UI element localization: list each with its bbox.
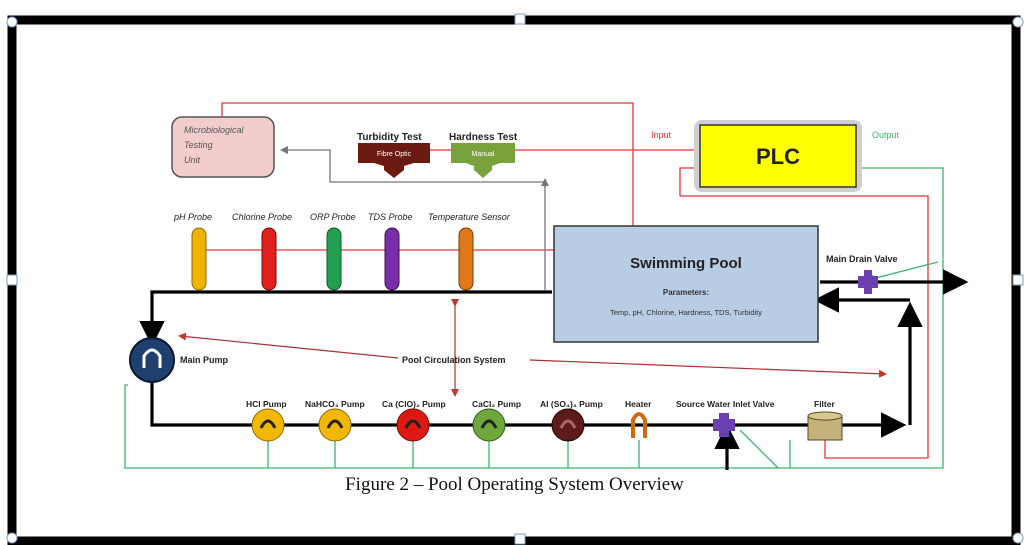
source-water-inlet-valve-label: Source Water Inlet Valve: [676, 399, 775, 409]
resize-handle[interactable]: [1012, 532, 1024, 544]
hcl-pump: [251, 408, 285, 442]
main-pump: Main Pump: [129, 337, 229, 383]
main-pipes: [139, 269, 969, 470]
resize-handle[interactable]: [1012, 16, 1024, 28]
aluminium-sulfate-pump: [551, 408, 585, 442]
plc-label: PLC: [756, 144, 800, 169]
heater: Heater: [625, 399, 652, 438]
pump-label: HCl Pump: [246, 399, 287, 409]
micro-line1: Microbiological: [184, 125, 245, 135]
filter: Filter: [807, 399, 843, 441]
turbidity-box-label: Fibre Optic: [377, 151, 412, 158]
pump-icon: [480, 419, 498, 429]
plc-output-label: Output: [872, 130, 900, 140]
source-water-inlet-valve: Source Water Inlet Valve: [676, 399, 775, 437]
tds-probe: [384, 227, 400, 291]
output-signal-lines: [124, 167, 944, 469]
calcium-hypochlorite-pump: [396, 408, 430, 442]
main-drain-valve-label: Main Drain Valve: [826, 254, 898, 264]
temperature-sensor: [458, 227, 474, 291]
pool-title: Swimming Pool: [630, 255, 742, 272]
pump-icon: [559, 419, 577, 429]
heater-label: Heater: [625, 399, 652, 409]
down-arrow-icon: [374, 163, 414, 178]
plc-unit: PLC Input Output: [651, 120, 900, 192]
test-feedback-line: [280, 146, 549, 290]
microbiological-testing-unit: Microbiological Testing Unit: [171, 116, 275, 178]
nahco3-pump: [318, 408, 352, 442]
ph-probe: [191, 227, 207, 291]
main-drain-valve: Main Drain Valve: [826, 254, 898, 294]
pool-params: Temp, pH, Chlorine, Hardness, TDS, Turbi…: [610, 308, 762, 317]
main-pump-label: Main Pump: [180, 355, 229, 365]
resize-handle[interactable]: [514, 13, 526, 25]
plc-input-label: Input: [651, 130, 672, 140]
pump-label: Al (SO₄)₃ Pump: [540, 399, 603, 409]
figure-caption: Figure 2 – Pool Operating System Overvie…: [345, 474, 684, 495]
pump-label: CaCl₂ Pump: [472, 399, 521, 409]
hardness-test: Hardness Test Manual: [449, 132, 518, 178]
probe-label: ORP Probe: [310, 212, 356, 222]
micro-line3: Unit: [184, 155, 201, 165]
resize-handle[interactable]: [514, 533, 526, 545]
turbidity-title: Turbidity Test: [357, 132, 422, 143]
circulation-arrows: [178, 299, 887, 397]
pump-icon: [259, 419, 277, 429]
pump-label: NaHCO₃ Pump: [305, 399, 365, 409]
resize-handle[interactable]: [6, 532, 18, 544]
resize-handle[interactable]: [1012, 274, 1024, 286]
probe-label: Chlorine Probe: [232, 212, 292, 222]
resize-handle[interactable]: [6, 274, 18, 286]
hardness-box-label: Manual: [472, 151, 495, 158]
turbidity-test: Turbidity Test Fibre Optic: [357, 132, 430, 178]
swimming-pool: Swimming Pool Parameters: Temp, pH, Chlo…: [553, 225, 819, 343]
probe-label: pH Probe: [173, 212, 212, 222]
pump-icon: [142, 348, 162, 368]
probe-label: TDS Probe: [368, 212, 413, 222]
heater-coil-icon: [631, 412, 647, 438]
chlorine-probe: [261, 227, 277, 291]
down-arrow-icon: [466, 163, 500, 178]
orp-probe: [326, 227, 342, 291]
pump-icon: [326, 419, 344, 429]
filter-label: Filter: [814, 399, 835, 409]
micro-line2: Testing: [184, 140, 213, 150]
hardness-title: Hardness Test: [449, 132, 518, 143]
pool-params-title: Parameters:: [663, 288, 709, 297]
probe-label: Temperature Sensor: [428, 212, 511, 222]
chemical-pumps: HCl Pump NaHCO₃ Pump Ca (ClO)₂ Pump CaCl…: [246, 399, 603, 442]
pump-icon: [404, 419, 422, 429]
circulation-label: Pool Circulation System: [402, 355, 506, 365]
resize-handle[interactable]: [6, 16, 18, 28]
calcium-chloride-pump: [472, 408, 506, 442]
sensor-probes: pH Probe Chlorine Probe ORP Probe TDS Pr…: [173, 212, 511, 291]
pump-label: Ca (ClO)₂ Pump: [382, 399, 446, 409]
